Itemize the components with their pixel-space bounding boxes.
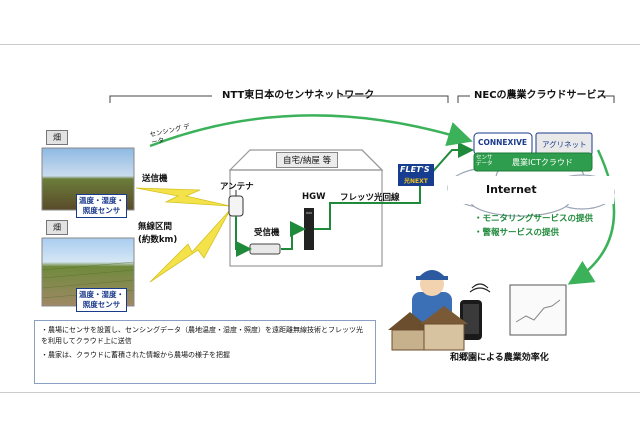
wireless-bolt-1 bbox=[135, 187, 231, 207]
farm-building bbox=[388, 306, 468, 351]
flets-logo-text: FLET'S bbox=[400, 165, 430, 174]
note-2: ・農家は、クラウドに蓄積された情報から農場の様子を把握 bbox=[41, 351, 230, 359]
hgw-device bbox=[304, 208, 314, 250]
service-monitoring: ・モニタリングサービスの提供 bbox=[474, 214, 594, 224]
platform-label: 農業ICTクラウド bbox=[512, 158, 573, 167]
nec-cloud-header: NECの農業クラウドサービス bbox=[474, 90, 607, 101]
flets-logo bbox=[398, 164, 434, 186]
house-outline bbox=[228, 149, 384, 267]
receiver-device bbox=[249, 243, 281, 255]
ntt-network-header: NTT東日本のセンサネットワーク bbox=[222, 90, 375, 101]
antenna-device bbox=[228, 195, 244, 217]
field-tag-2: 畑 bbox=[46, 220, 68, 235]
farm-company-label: 和郷園による農業効率化 bbox=[450, 353, 549, 363]
antenna-label: アンテナ bbox=[220, 182, 254, 192]
receiver-label: 受信機 bbox=[254, 228, 280, 238]
platform-bar bbox=[473, 152, 593, 172]
wireless-signal-icon bbox=[469, 283, 491, 293]
hgw-label: HGW bbox=[302, 192, 326, 202]
cloud-to-farm-arrow bbox=[567, 149, 616, 285]
flets-logo-sub: 光NEXT bbox=[404, 178, 428, 185]
monitor-chart bbox=[509, 284, 567, 336]
wireless-range-label-2: (約数km) bbox=[138, 235, 178, 245]
wireless-range-label-1: 無線区間 bbox=[138, 222, 173, 232]
field-tag-1: 畑 bbox=[46, 130, 68, 145]
field-sensor-label-2: 温度・湿度・ 照度センサ bbox=[76, 288, 127, 312]
sensing-data-arrow bbox=[149, 114, 473, 148]
internet-label: Internet bbox=[486, 183, 537, 196]
sensor-data-label: センサ データ bbox=[476, 155, 493, 167]
network-lines bbox=[235, 142, 474, 257]
notes-box: ・農場にセンサを設置し、センシングデータ（農地温度・湿度・照度）を遠距離無線技術… bbox=[34, 320, 376, 384]
house-label: 自宅/納屋 等 bbox=[276, 152, 339, 168]
transmitter-label: 送信機 bbox=[142, 174, 168, 184]
service-alert: ・警報サービスの提供 bbox=[474, 228, 560, 238]
flets-line-label: フレッツ光回線 bbox=[340, 193, 400, 203]
connexive-label: CONNEXIVE bbox=[478, 138, 528, 147]
agrinet-label: アグリネット bbox=[542, 140, 587, 149]
bottom-rule bbox=[0, 392, 640, 393]
field-sensor-label-1: 温度・湿度・ 照度センサ bbox=[76, 194, 127, 218]
note-1: ・農場にセンサを設置し、センシングデータ（農地温度・湿度・照度）を遠距離無線技術… bbox=[41, 326, 363, 345]
nec-bracket bbox=[457, 95, 615, 103]
top-rule bbox=[0, 44, 640, 45]
ntt-bracket bbox=[109, 95, 449, 103]
